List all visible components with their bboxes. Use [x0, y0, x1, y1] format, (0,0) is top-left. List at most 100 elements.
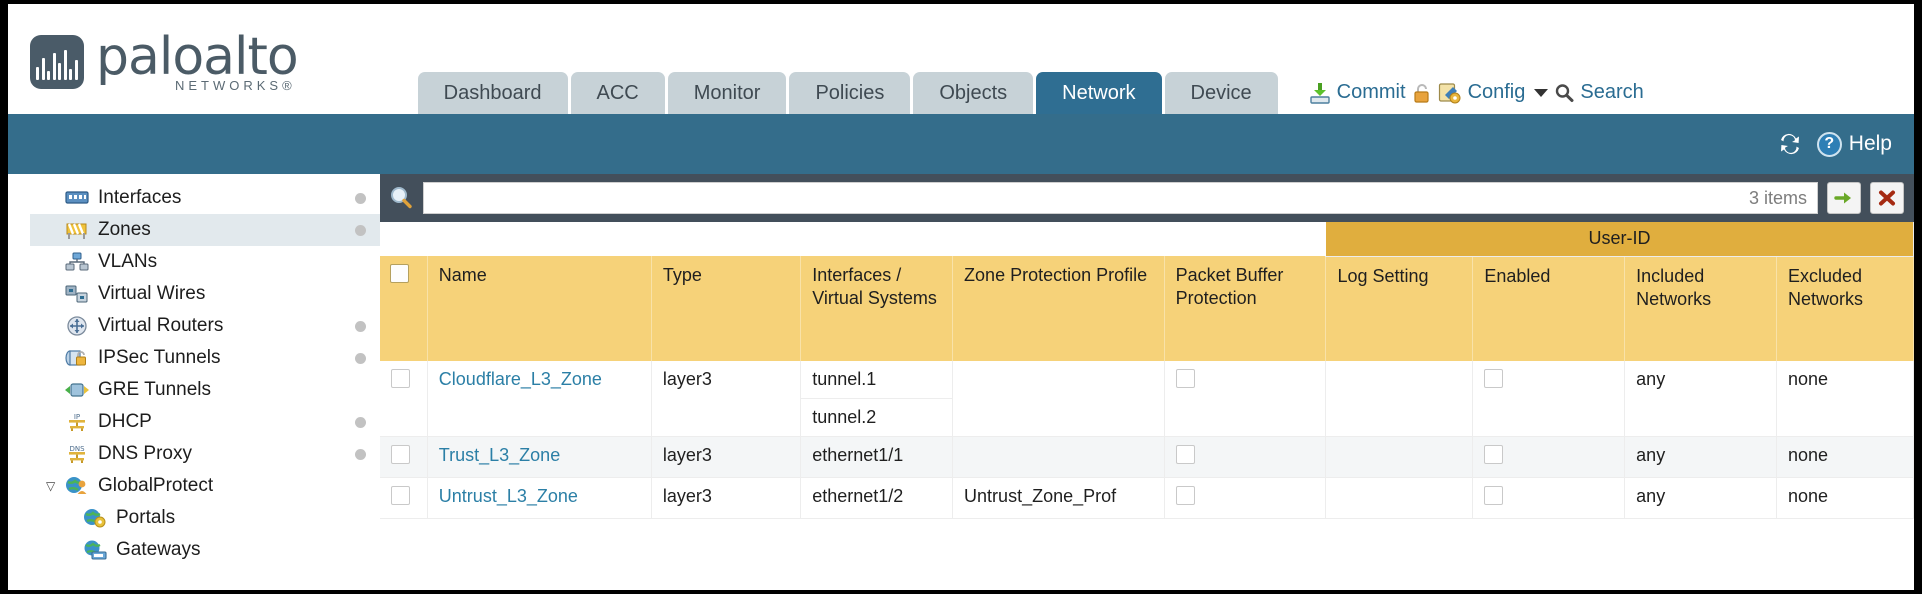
column-header-interfaces[interactable]: Interfaces / Virtual Systems [800, 256, 954, 361]
sidebar-item-label: DNS Proxy [98, 443, 192, 464]
sidebar-item-gre-tunnels[interactable]: GRE Tunnels [30, 374, 380, 406]
cell-packet-buffer-protection[interactable] [1164, 436, 1327, 478]
sidebar-item-globalprotect[interactable]: ▽ GlobalProtect [30, 470, 380, 502]
zone-name-link[interactable]: Cloudflare_L3_Zone [438, 369, 602, 389]
column-header-name[interactable]: Name [427, 256, 652, 361]
tab-policies[interactable]: Policies [789, 72, 911, 114]
app-body: Interfaces Zones [8, 174, 1914, 590]
cell-userid-enabled[interactable] [1472, 436, 1626, 478]
sidebar-item-dhcp[interactable]: IP DHCP [30, 406, 380, 438]
cell-packet-buffer-protection[interactable] [1164, 361, 1327, 437]
cell-type: layer3 [651, 436, 802, 478]
status-dot [355, 192, 366, 204]
column-header-log-setting[interactable]: Log Setting [1325, 256, 1474, 361]
sidebar-item-virtual-routers[interactable]: Virtual Routers [30, 310, 380, 342]
sidebar-item-label: Virtual Wires [98, 283, 206, 304]
config-menu[interactable]: Config [1438, 81, 1549, 104]
packet-buffer-checkbox[interactable] [1175, 445, 1195, 464]
sidebar-item-interfaces[interactable]: Interfaces [30, 182, 380, 214]
zones-icon [64, 219, 90, 241]
zone-name-link[interactable]: Trust_L3_Zone [438, 445, 561, 465]
select-all-checkbox[interactable] [390, 264, 409, 283]
search-label: Search [1580, 81, 1644, 103]
userid-enabled-checkbox[interactable] [1484, 369, 1504, 388]
column-header-included-networks[interactable]: Included Networks [1624, 256, 1778, 361]
column-header-zone-protection-profile[interactable]: Zone Protection Profile [952, 256, 1165, 361]
filter-search-icon[interactable] [388, 185, 414, 211]
network-sidebar: Interfaces Zones [30, 174, 380, 590]
app-header: paloalto NETWORKS® Dashboard ACC Monitor… [8, 4, 1914, 114]
tab-dashboard[interactable]: Dashboard [417, 72, 568, 114]
cell-userid-enabled[interactable] [1472, 477, 1626, 519]
status-dot [355, 416, 366, 428]
clear-filter-button[interactable] [1870, 182, 1904, 214]
sidebar-item-dns-proxy[interactable]: DNS DNS Proxy [30, 438, 380, 470]
column-header-enabled[interactable]: Enabled [1472, 256, 1626, 361]
select-all-header[interactable] [380, 256, 428, 361]
sidebar-item-ipsec-tunnels[interactable]: IPSec Tunnels [30, 342, 380, 374]
sidebar-item-label: Virtual Routers [98, 315, 224, 336]
zones-table: User-ID Name Type Interfaces / Virtual S… [380, 222, 1914, 519]
sidebar-item-portals[interactable]: Portals [30, 502, 380, 534]
column-header-type[interactable]: Type [651, 256, 802, 361]
commit-button[interactable]: Commit [1309, 81, 1406, 104]
portals-icon [82, 507, 108, 529]
tab-monitor[interactable]: Monitor [667, 72, 787, 114]
sidebar-item-vlans[interactable]: VLANs [30, 246, 380, 278]
tab-acc[interactable]: ACC [570, 72, 665, 114]
row-checkbox[interactable] [391, 486, 410, 505]
row-checkbox[interactable] [391, 445, 410, 464]
sidebar-item-gateways[interactable]: Gateways [30, 534, 380, 566]
group-header-spacer [380, 222, 1326, 256]
status-dot [355, 224, 366, 236]
search-input[interactable]: 3 items [423, 182, 1818, 214]
tab-device[interactable]: Device [1164, 72, 1278, 114]
cell-excluded-networks: none [1776, 361, 1914, 437]
sidebar-item-label: IPSec Tunnels [98, 347, 221, 368]
cell-packet-buffer-protection[interactable] [1164, 477, 1327, 519]
cell-name[interactable]: Trust_L3_Zone [427, 436, 652, 478]
brand-logo: paloalto NETWORKS® [30, 31, 299, 93]
lock-icon[interactable] [1412, 82, 1432, 104]
sidebar-item-label: Gateways [116, 539, 201, 560]
row-select-cell[interactable] [380, 477, 428, 519]
svg-text:IP: IP [74, 413, 80, 421]
packet-buffer-checkbox[interactable] [1175, 369, 1195, 388]
cell-excluded-networks: none [1776, 436, 1914, 478]
column-header-packet-buffer-protection[interactable]: Packet Buffer Protection [1164, 256, 1327, 361]
packet-buffer-checkbox[interactable] [1175, 486, 1195, 505]
cell-name[interactable]: Cloudflare_L3_Zone [427, 361, 652, 437]
cell-zone-protection-profile [952, 361, 1165, 437]
brand-tagline: NETWORKS® [174, 78, 296, 93]
help-link[interactable]: ? Help [1816, 131, 1892, 157]
cell-type: layer3 [651, 361, 802, 437]
userid-enabled-checkbox[interactable] [1484, 486, 1504, 505]
row-checkbox[interactable] [391, 369, 410, 388]
vlans-icon [64, 251, 90, 273]
interface-entry: tunnel.1 [801, 361, 953, 399]
cell-excluded-networks: none [1776, 477, 1914, 519]
sidebar-item-label: Zones [98, 219, 151, 240]
tab-network[interactable]: Network [1036, 72, 1162, 114]
refresh-icon[interactable] [1777, 132, 1803, 156]
main-nav-tabs[interactable]: Dashboard ACC Monitor Policies Objects N… [417, 72, 1281, 114]
apply-filter-button[interactable] [1827, 182, 1861, 214]
column-header-excluded-networks[interactable]: Excluded Networks [1776, 256, 1914, 361]
userid-enabled-checkbox[interactable] [1484, 445, 1504, 464]
zone-name-link[interactable]: Untrust_L3_Zone [438, 486, 578, 506]
sidebar-item-virtual-wires[interactable]: Virtual Wires [30, 278, 380, 310]
search-button[interactable]: Search [1554, 81, 1644, 104]
sidebar-item-zones[interactable]: Zones [30, 214, 380, 246]
cell-name[interactable]: Untrust_L3_Zone [427, 477, 652, 519]
tab-objects[interactable]: Objects [913, 72, 1034, 114]
cell-included-networks: any [1624, 361, 1778, 437]
row-select-cell[interactable] [380, 361, 428, 437]
table-row[interactable]: Trust_L3_Zone layer3 ethernet1/1 any [380, 436, 1914, 478]
expand-triangle-icon[interactable]: ▽ [46, 479, 56, 493]
cell-userid-enabled[interactable] [1472, 361, 1626, 437]
row-select-cell[interactable] [380, 436, 428, 478]
table-row[interactable]: Cloudflare_L3_Zone layer3 tunnel.1 tunne… [380, 361, 1914, 437]
cell-zone-protection-profile [952, 436, 1165, 478]
table-row[interactable]: Untrust_L3_Zone layer3 ethernet1/2 Untru… [380, 477, 1914, 519]
cell-included-networks: any [1624, 477, 1778, 519]
